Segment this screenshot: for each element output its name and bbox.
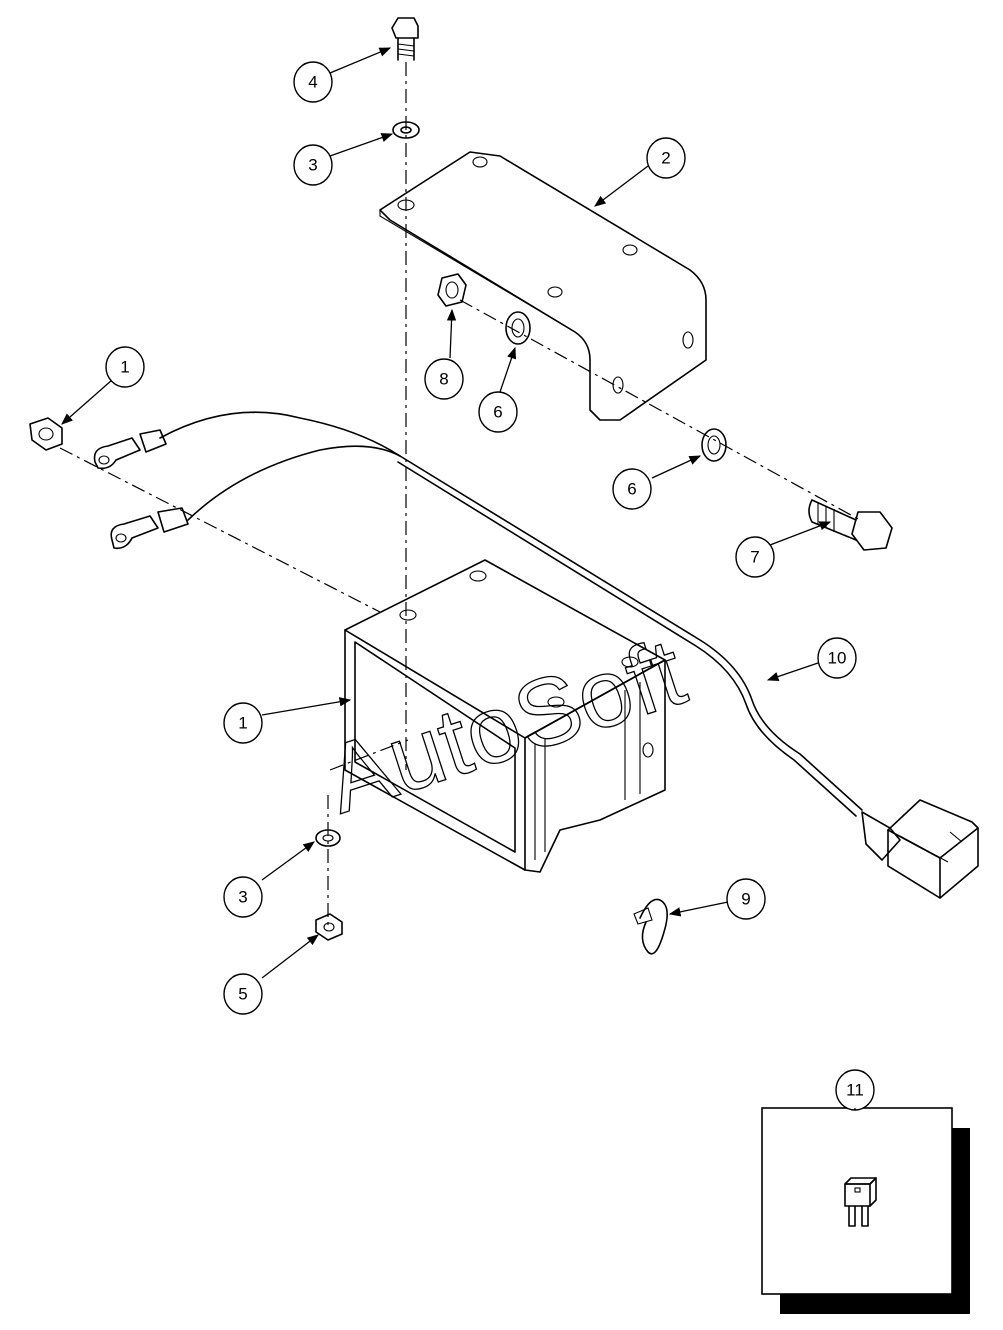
- wire-harness: [93, 411, 863, 817]
- callout-4: 4: [293, 61, 333, 103]
- callout-11: 11: [835, 1069, 875, 1111]
- connector-plug: [861, 799, 979, 899]
- callout-label: 9: [741, 890, 750, 909]
- nut-part-8: [437, 273, 467, 307]
- bolt-part-4: [391, 17, 419, 61]
- callout-label: 11: [846, 1081, 864, 1100]
- lower-stud-link: [329, 739, 409, 771]
- clip-part-9: [633, 898, 668, 955]
- callout-label: 2: [661, 149, 670, 168]
- callout-label: 1: [238, 714, 247, 733]
- callout-5: 5: [223, 973, 263, 1015]
- callout-3-top: 3: [293, 144, 333, 186]
- fuse-inset-part-11: [761, 1107, 970, 1314]
- callout-10: 10: [817, 637, 857, 679]
- callout-label: 1: [120, 358, 129, 377]
- callout-1-housing: 1: [223, 702, 263, 744]
- washer-part-6-lower: [701, 428, 727, 462]
- callout-label: 4: [308, 73, 317, 92]
- callout-label: 7: [750, 548, 759, 567]
- callout-7: 7: [735, 536, 775, 578]
- callout-3-lower: 3: [223, 876, 263, 918]
- bracket-bolt-centerline: [459, 299, 861, 521]
- callout-1-nut: 1: [105, 346, 145, 388]
- callout-label: 8: [439, 370, 448, 389]
- bolt-part-7: [808, 499, 893, 551]
- callout-label: 10: [828, 649, 847, 668]
- callout-label: 6: [493, 403, 502, 422]
- housing-part-1: [344, 559, 666, 873]
- callout-label: 3: [238, 888, 247, 907]
- callout-8: 8: [424, 358, 464, 400]
- callout-label: 5: [238, 985, 247, 1004]
- nut-part-1-left: [29, 417, 63, 451]
- stud-centerline: [59, 447, 381, 613]
- washer-part-3-top: [392, 121, 420, 139]
- callout-label: 3: [308, 156, 317, 175]
- mini-fuse-icon: [844, 1177, 877, 1227]
- callout-9: 9: [726, 878, 766, 920]
- callout-6-lower: 6: [612, 468, 652, 510]
- nut-part-5: [315, 913, 343, 941]
- bracket-part-2: [379, 151, 707, 421]
- callout-2: 2: [646, 137, 686, 179]
- washer-part-3-lower: [315, 829, 341, 847]
- callout-6-upper: 6: [478, 391, 518, 433]
- callout-label: 6: [627, 480, 636, 499]
- washer-part-6-upper: [505, 311, 531, 345]
